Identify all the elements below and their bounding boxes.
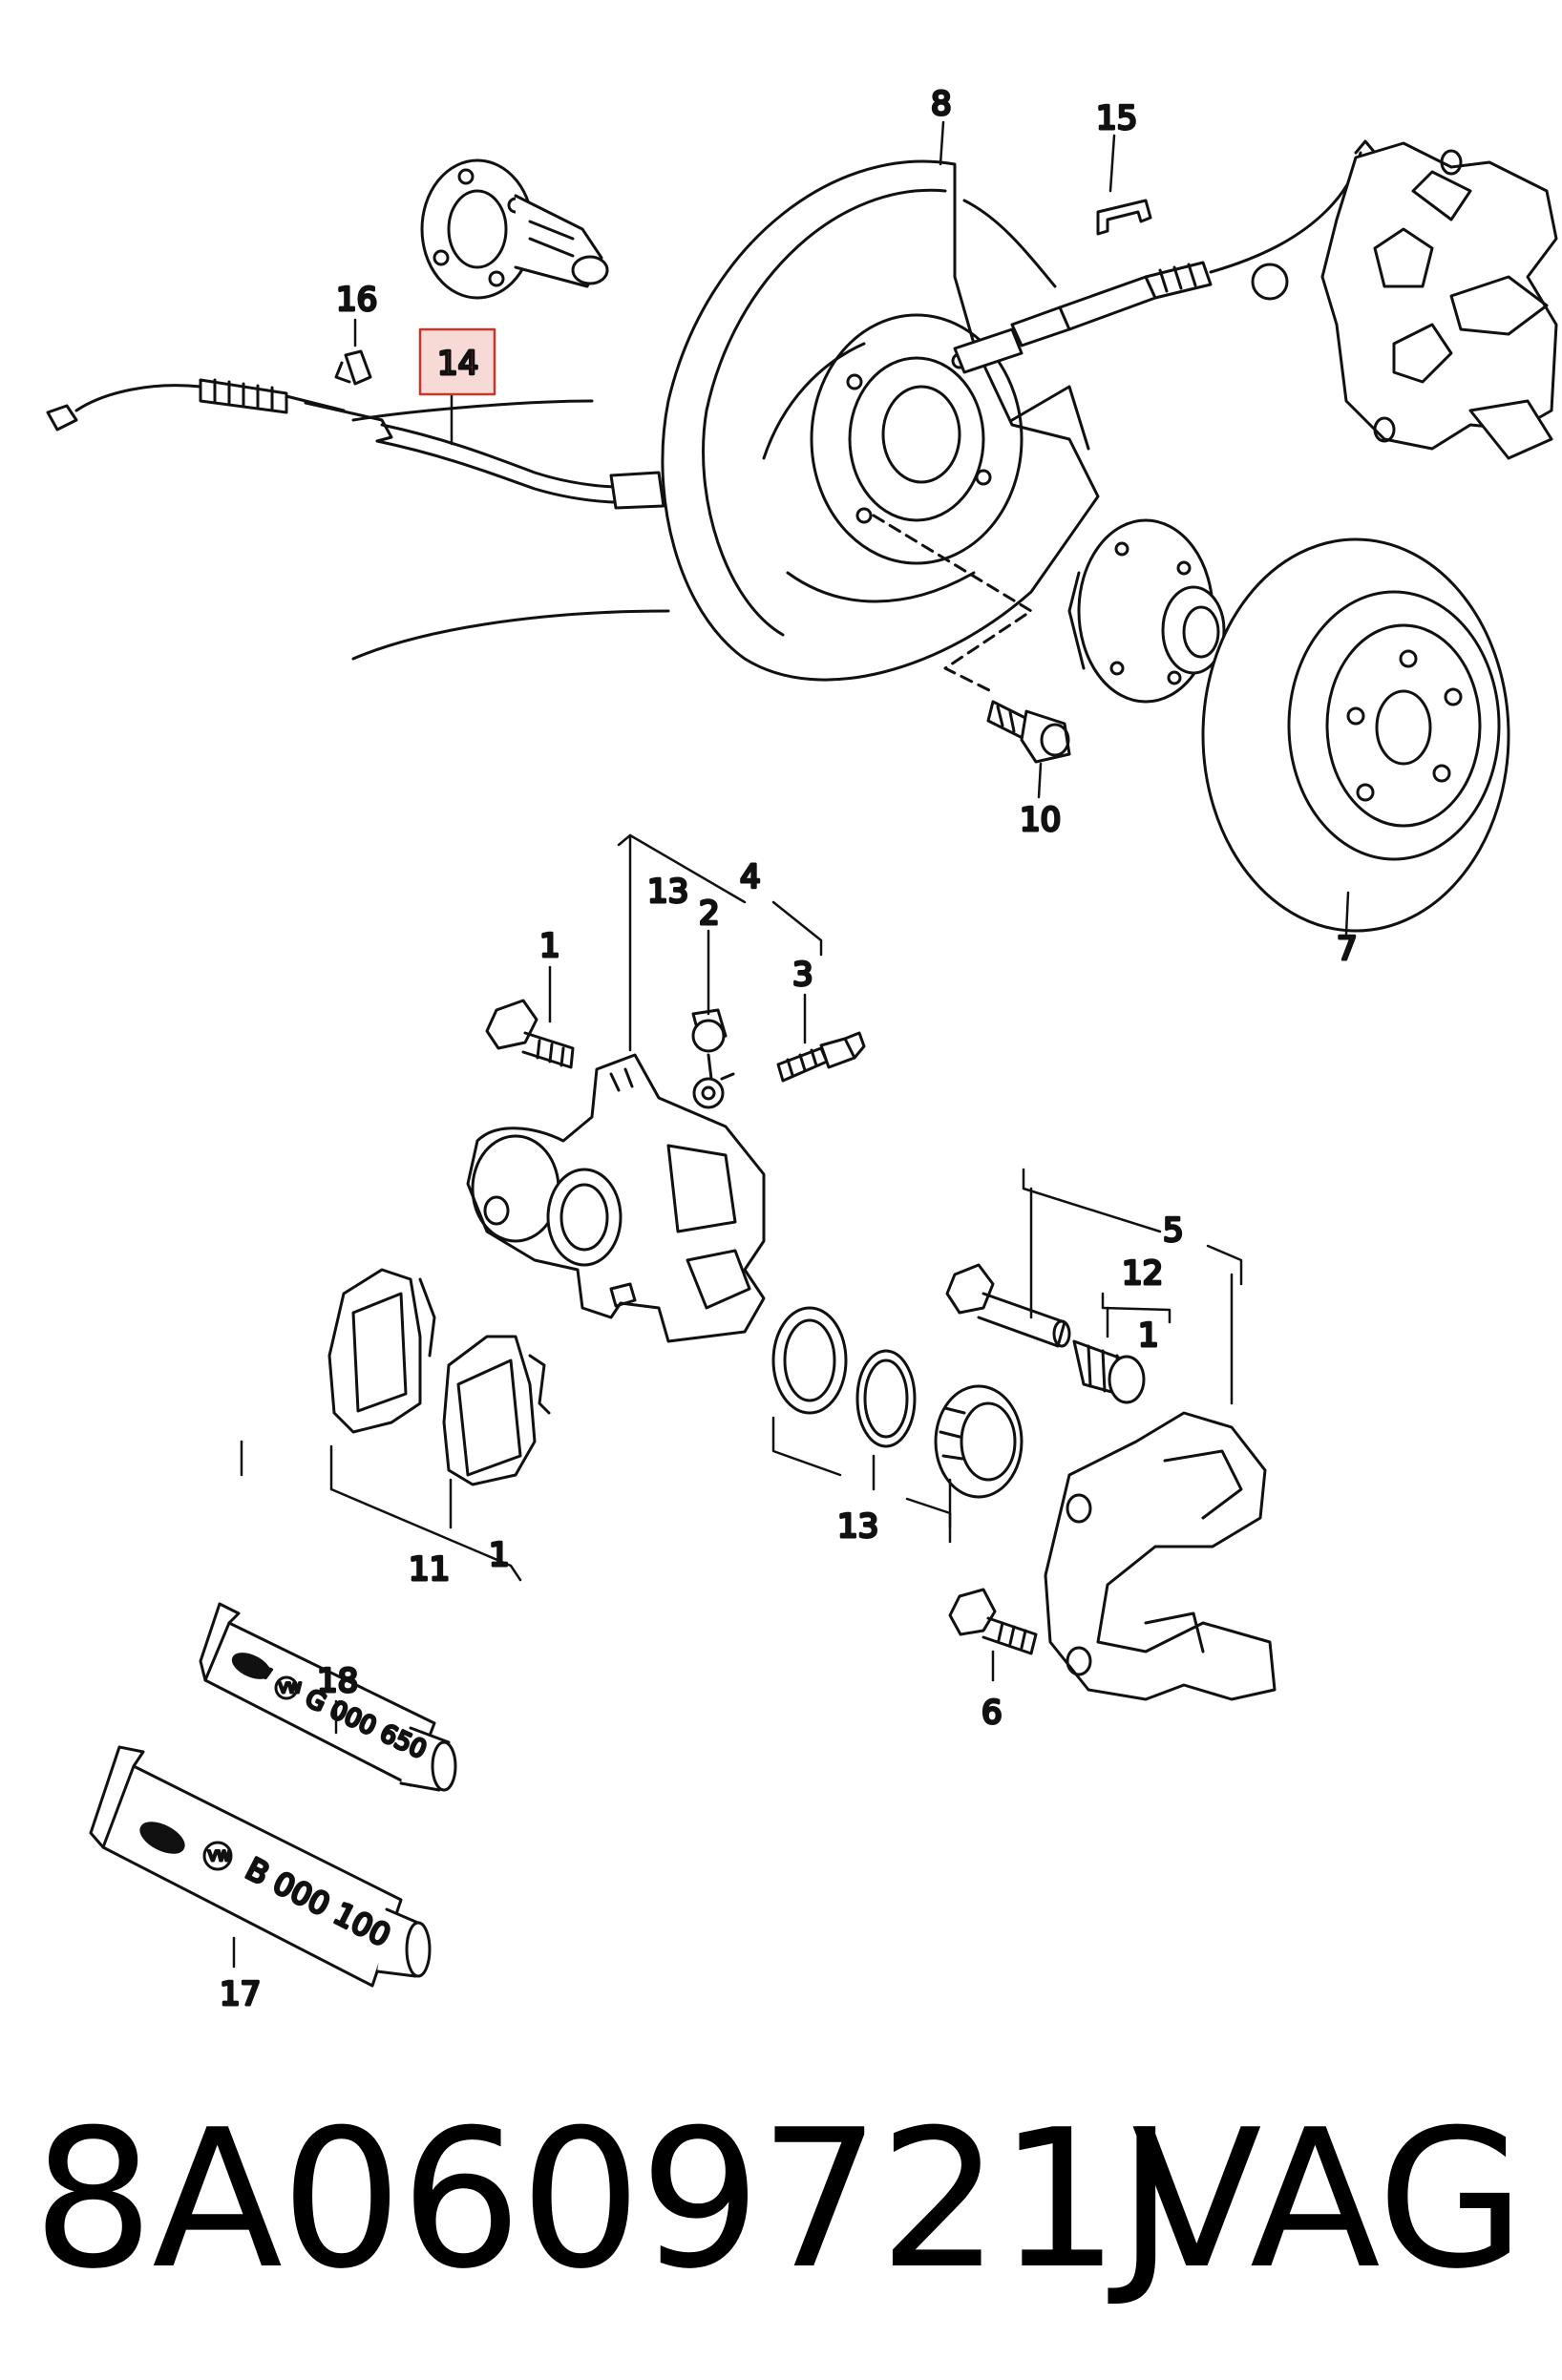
guide-bolt [945,1263,1071,1348]
part-number: 8A0609721J [32,2089,1174,2311]
stub-axle [420,158,609,300]
upper-cable [953,139,1377,374]
callout-17: 17 [220,1975,261,2013]
bleed-screw [776,1031,866,1083]
bolt-6 [948,1588,1038,1655]
leader-lines [232,120,1350,1969]
bolt-10 [986,700,1071,764]
tube-17: Audi VW B 000 100 [89,1745,432,1988]
bleed-valve [691,1008,735,1109]
callout-6: 6 [982,1694,1003,1732]
callout-14: 14 [437,345,478,383]
callout-12: 12 [1122,1254,1163,1293]
bolt-1 [485,999,575,1069]
piston-seals [771,1306,1024,1499]
upper-caliper [1251,141,1558,460]
callout-16: 16 [336,281,377,319]
callout-1-boot: 1 [1138,1316,1159,1355]
wheel-hub [1067,518,1226,704]
callout-10: 10 [1020,801,1061,839]
clip-16 [334,349,372,386]
callout-18: 18 [317,1662,358,1700]
callout-labels: 8 15 16 10 7 13 4 2 1 3 5 12 1 13 11 1 6… [219,84,1360,2015]
brake-exploded-diagram: Audi VW G 000 650 Audi VW B 000 100 [46,84,1558,2015]
callout-4: 4 [740,858,761,896]
brand-label: VAG [1131,2089,1526,2311]
callout-1-bolt: 1 [539,927,560,965]
callout-7: 7 [1337,930,1358,968]
callout-13-upper: 13 [647,873,688,911]
callout-2: 2 [699,895,720,933]
clip-15 [1096,199,1152,236]
callout-5: 5 [1163,1211,1184,1250]
brake-pads [327,1268,551,1486]
brake-disc [1201,537,1510,933]
callout-3: 3 [792,956,813,994]
highlight-callout-14: 14 [418,327,496,396]
callout-11: 11 [409,1550,450,1589]
tube-17-vw-logo: VW [208,1849,231,1864]
caliper-carrier [1044,1411,1277,1701]
rubber-boot [1072,1339,1146,1404]
callout-13-lower: 13 [837,1507,878,1546]
callout-15: 15 [1096,99,1137,137]
callout-8: 8 [931,85,952,123]
tube-18-vw-logo: VW [279,1681,302,1696]
handbrake-cable [46,378,665,510]
bolt-axis-dashed [872,514,1033,694]
callout-1-pads: 1 [489,1536,510,1574]
caliper-housing [466,1053,766,1343]
